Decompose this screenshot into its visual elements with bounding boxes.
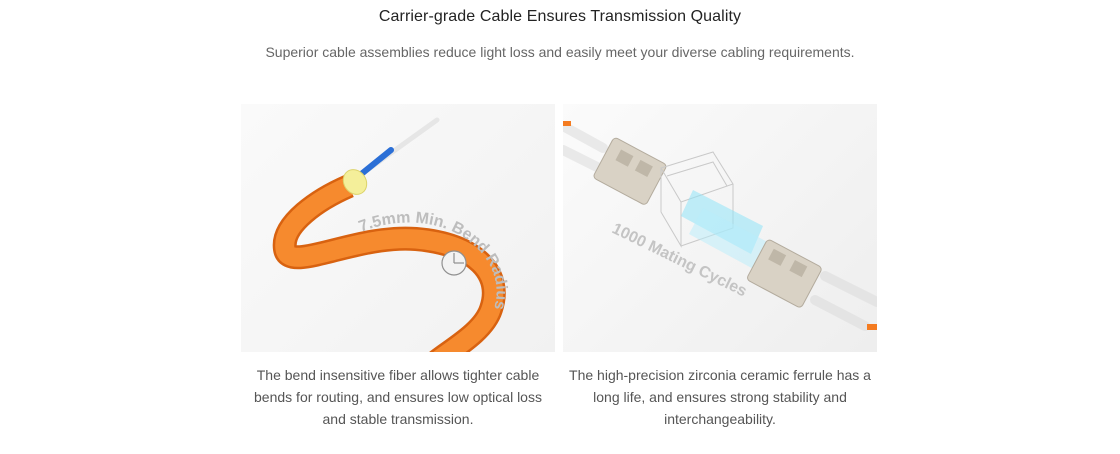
bend-fiber-caption: The bend insensitive fiber allows tighte… <box>254 367 542 427</box>
orange-cable <box>275 177 504 352</box>
bend-cable-illustration: 7.5mm Min. Bend Radius <box>272 117 510 352</box>
right-boot <box>820 271 877 307</box>
section-subtitle: Superior cable assemblies reduce light l… <box>265 44 855 60</box>
left-boot <box>563 121 608 153</box>
bend-radius-image: 7.5mm Min. Bend Radius <box>241 104 555 352</box>
mating-cycles-image: 1000 Mating Cycles <box>563 104 877 352</box>
light-beam-lower <box>689 208 775 272</box>
section-title: Carrier-grade Cable Ensures Transmission… <box>378 8 742 25</box>
ferrule-caption: The high-precision zirconia ceramic ferr… <box>569 367 871 427</box>
connector-illustration: 1000 Mating Cycles <box>563 121 877 331</box>
right-sc-connector <box>747 239 822 308</box>
left-sc-connector <box>593 137 667 205</box>
aramid-yarn <box>342 169 368 195</box>
